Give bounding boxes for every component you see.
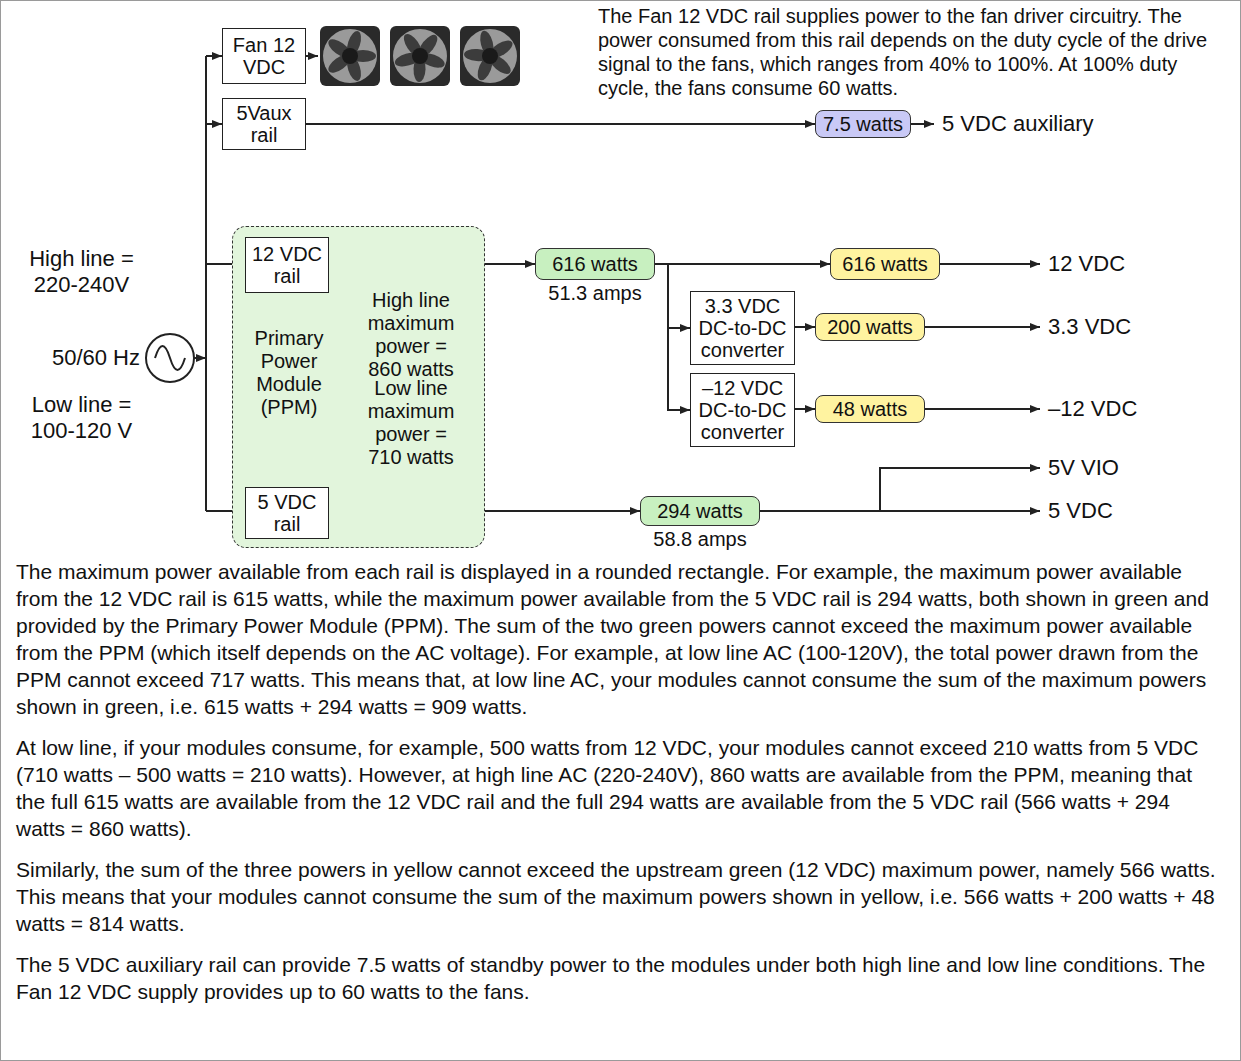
- rail-box: 12 VDC rail: [245, 237, 329, 293]
- output-label: 12 VDC: [1048, 251, 1125, 277]
- bus-wire: [206, 123, 222, 125]
- box-text: 5Vaux rail: [227, 102, 301, 146]
- box-text: Fan 12 VDC: [227, 34, 301, 78]
- sine-symbol: [155, 346, 185, 370]
- fan-icon: [460, 26, 520, 86]
- rail-box: 5 VDC rail: [245, 487, 329, 539]
- power-badge: 616 watts: [830, 248, 940, 280]
- output-label: 5 VDC: [1048, 498, 1113, 524]
- output-label: 3.3 VDC: [1048, 314, 1131, 340]
- note-paragraph: Similarly, the sum of the three powers i…: [16, 856, 1224, 937]
- box-text: 616 watts: [842, 253, 928, 275]
- source-wire: [194, 357, 206, 359]
- output-wire: [880, 468, 1040, 511]
- box-text: 7.5 watts: [823, 113, 903, 135]
- module-text: High line maximum power = 860 watts: [357, 289, 465, 381]
- module-region: Primary Power Module (PPM)High line maxi…: [232, 226, 485, 548]
- line-voltage-label: Low line = 100-120 V: [14, 392, 149, 444]
- power-badge: 48 watts: [815, 395, 925, 423]
- module-text: Low line maximum power = 710 watts: [357, 377, 465, 469]
- box-text: 12 VDC rail: [250, 243, 324, 287]
- current-label: 58.8 amps: [653, 528, 746, 550]
- note-paragraph: The 5 VDC auxiliary rail can provide 7.5…: [16, 951, 1224, 1005]
- current-label: 51.3 amps: [548, 282, 641, 304]
- connector: [655, 263, 830, 265]
- fan-icon: [390, 26, 450, 86]
- notes-block: The maximum power available from each ra…: [16, 558, 1224, 1019]
- box-text: 3.3 VDC DC-to-DC converter: [695, 295, 790, 361]
- connector: [655, 264, 690, 328]
- box-text: –12 VDC DC-to-DC converter: [695, 377, 790, 443]
- note-paragraph: The maximum power available from each ra…: [16, 558, 1224, 720]
- output-label: 5 VDC auxiliary: [942, 111, 1094, 137]
- output-label: –12 VDC: [1048, 396, 1137, 422]
- box-text: 5 VDC rail: [250, 491, 324, 535]
- power-badge: 200 watts: [815, 313, 925, 341]
- frequency-label: 50/60 Hz: [14, 345, 140, 371]
- power-badge: 616 watts51.3 amps: [535, 248, 655, 280]
- output-wire: [940, 263, 1040, 265]
- rail-box: 5Vaux rail: [222, 98, 306, 150]
- box-text: 48 watts: [833, 398, 907, 420]
- fan-wire: [306, 55, 318, 57]
- output-wire: [911, 123, 934, 125]
- output-wire: [760, 510, 1040, 512]
- output-wire: [925, 408, 1040, 410]
- box-text: 616 watts: [552, 253, 638, 275]
- bus-wire: [206, 55, 222, 57]
- power-badge: 7.5 watts: [815, 110, 911, 138]
- connector: [795, 326, 815, 328]
- note-paragraph: At low line, if your modules consume, fo…: [16, 734, 1224, 842]
- connector: [795, 408, 815, 410]
- module-text: Primary Power Module (PPM): [241, 327, 337, 419]
- converter-box: 3.3 VDC DC-to-DC converter: [690, 291, 795, 365]
- fan-note: The Fan 12 VDC rail supplies power to th…: [598, 4, 1230, 100]
- line-voltage-label: High line = 220-240V: [14, 246, 149, 298]
- box-text: 200 watts: [827, 316, 913, 338]
- converter-box: –12 VDC DC-to-DC converter: [690, 373, 795, 447]
- box-text: 294 watts: [657, 500, 743, 522]
- output-wire: [925, 326, 1040, 328]
- rail-box: Fan 12 VDC: [222, 28, 306, 84]
- fan-icon: [320, 26, 380, 86]
- ac-source-symbol: [146, 334, 194, 382]
- connector: [655, 264, 690, 410]
- power-badge: 294 watts58.8 amps: [640, 496, 760, 526]
- connector: [306, 123, 815, 125]
- output-label: 5V VIO: [1048, 455, 1119, 481]
